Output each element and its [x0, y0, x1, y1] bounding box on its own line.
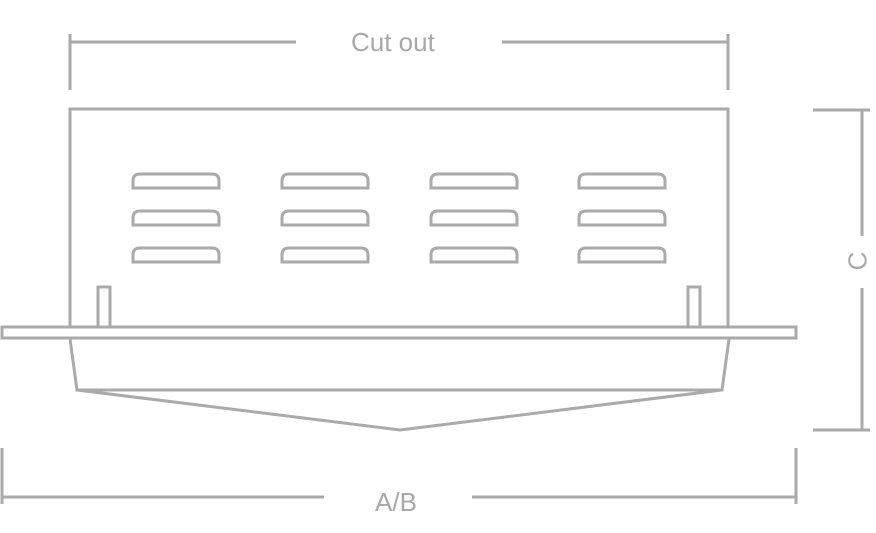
- width-label: A/B: [375, 487, 417, 517]
- collar: [68, 338, 731, 392]
- height-label: C: [842, 251, 873, 271]
- louver-slot: [429, 209, 519, 227]
- flange: [0, 325, 798, 340]
- louver-slot: [280, 209, 370, 227]
- louver-slot: [280, 246, 370, 264]
- width-dimension: [0, 448, 798, 504]
- louver-slot: [429, 246, 519, 264]
- louver-slot: [131, 246, 221, 264]
- height-dimension: [813, 108, 870, 432]
- louver-slots: [131, 172, 667, 264]
- louver-slot: [577, 172, 667, 190]
- louver-slot: [577, 209, 667, 227]
- louver-slot: [429, 172, 519, 190]
- cut-out-dimension: [68, 34, 730, 90]
- diffuser-point: [76, 388, 723, 432]
- grille-body: [0, 107, 798, 432]
- louver-slot: [577, 246, 667, 264]
- louver-slot: [131, 209, 221, 227]
- cut-out-label: Cut out: [351, 27, 435, 57]
- clip-left: [96, 285, 112, 329]
- clip-right: [686, 285, 702, 329]
- louver-slot: [131, 172, 221, 190]
- louver-slot: [280, 172, 370, 190]
